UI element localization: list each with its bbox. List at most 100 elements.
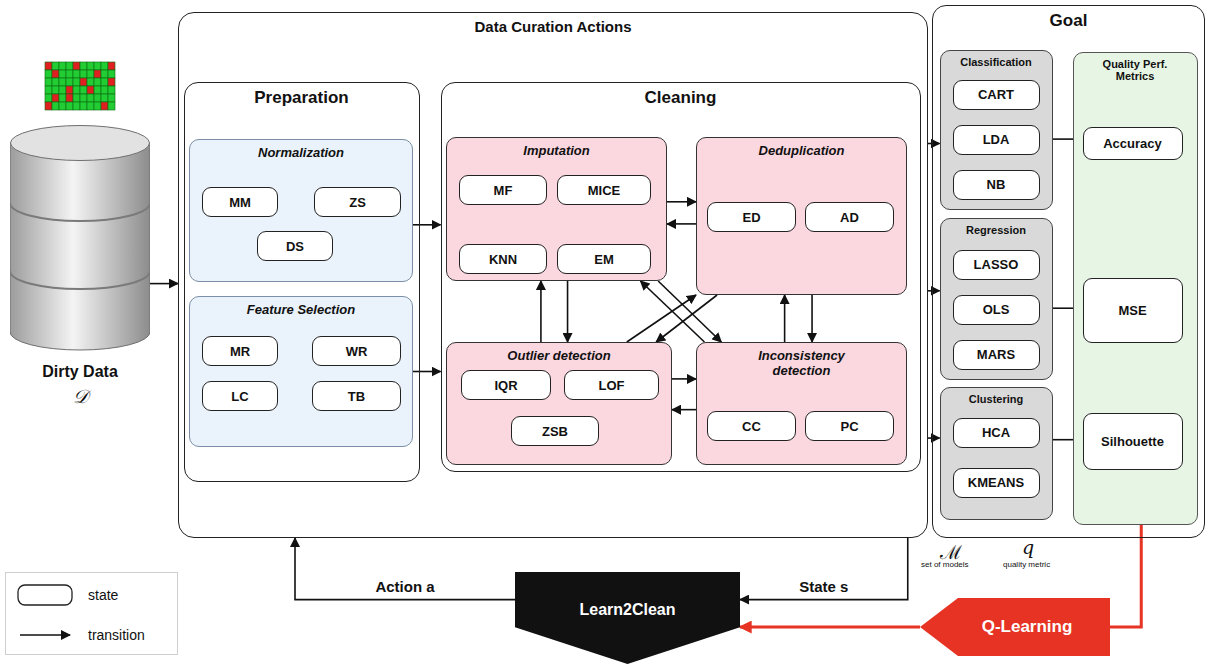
grid-cell bbox=[45, 62, 52, 70]
transition-arrow bbox=[811, 295, 813, 342]
grid-cell bbox=[52, 78, 59, 86]
transition-arrow bbox=[928, 437, 940, 439]
method-label: EM bbox=[594, 252, 614, 267]
transition-arrow bbox=[413, 371, 441, 373]
method-box: MARS bbox=[953, 340, 1040, 370]
symbol-label: q bbox=[1022, 536, 1034, 558]
node-heading: Outlier detection bbox=[489, 348, 629, 363]
grid-cell bbox=[45, 102, 52, 110]
node-heading: Imputation bbox=[487, 143, 627, 158]
method-box: MM bbox=[202, 187, 278, 217]
model-group: ClusteringHCAKMEANS bbox=[940, 387, 1053, 520]
method-label: Accuracy bbox=[1103, 136, 1162, 151]
method-label: CC bbox=[742, 419, 761, 434]
grid-cell bbox=[87, 94, 94, 102]
grid-cell bbox=[87, 86, 94, 94]
node-heading: Inconsistency detection bbox=[732, 348, 872, 378]
method-box: AD bbox=[805, 202, 894, 232]
node-heading: Quality Perf. Metrics bbox=[1088, 58, 1183, 82]
method-label: KMEANS bbox=[968, 475, 1024, 490]
method-label: CART bbox=[978, 87, 1014, 102]
grid-cell bbox=[87, 70, 94, 78]
method-box: PC bbox=[805, 411, 894, 441]
method-box: KNN bbox=[459, 244, 547, 274]
node-heading: 𝒟 bbox=[10, 385, 150, 408]
method-box: DS bbox=[257, 231, 333, 261]
section-box: PreparationNormalizationMMZSDSFeature Se… bbox=[184, 82, 420, 482]
transition-arrow bbox=[295, 538, 515, 600]
method-box: Silhouette bbox=[1083, 413, 1183, 470]
grid-cell bbox=[94, 94, 101, 102]
node-heading: Data Curation Actions bbox=[179, 18, 927, 35]
grid-cell bbox=[66, 70, 73, 78]
legend-row: transition bbox=[6, 617, 177, 653]
grid-cell bbox=[101, 102, 108, 110]
grid-cell bbox=[94, 86, 101, 94]
transition-arrow bbox=[928, 143, 940, 145]
transition-arrow bbox=[928, 290, 940, 292]
method-box: MSE bbox=[1083, 278, 1183, 343]
metric-group: Quality Perf. MetricsAccuracyMSE Silhouet… bbox=[1073, 52, 1198, 525]
method-box: CART bbox=[953, 80, 1040, 110]
transition-arrow bbox=[667, 223, 696, 225]
transition-arrow bbox=[667, 201, 696, 203]
method-box: MICE bbox=[557, 175, 651, 205]
cleaning-group: ImputationMFMICEKNNEM bbox=[446, 137, 667, 281]
node-heading: Cleaning bbox=[442, 88, 920, 108]
method-label: OLS bbox=[983, 302, 1010, 317]
method-box: EM bbox=[557, 244, 651, 274]
section-box: CleaningImputationMFMICEKNNEMDeduplicati… bbox=[441, 82, 921, 472]
grid-cell bbox=[66, 86, 73, 94]
grid-cell bbox=[52, 86, 59, 94]
method-box: TB bbox=[312, 381, 401, 411]
legend-text: transition bbox=[88, 627, 145, 643]
method-label: IQR bbox=[494, 378, 517, 393]
edge-label: Action a bbox=[372, 578, 437, 595]
legend-row: state bbox=[6, 577, 177, 613]
dirty-data-grid bbox=[45, 62, 115, 110]
grid-cell bbox=[94, 62, 101, 70]
grid-cell bbox=[101, 94, 108, 102]
node-heading: Dirty Data bbox=[10, 363, 150, 381]
grid-cell bbox=[66, 78, 73, 86]
method-box: ZSB bbox=[511, 416, 599, 446]
grid-cell bbox=[52, 102, 59, 110]
grid-cell bbox=[73, 62, 80, 70]
method-box: CC bbox=[707, 411, 796, 441]
method-label: ED bbox=[742, 210, 760, 225]
node-heading: Preparation bbox=[185, 88, 419, 108]
grid-cell bbox=[94, 78, 101, 86]
cylinder-band bbox=[10, 203, 150, 221]
method-label: PC bbox=[840, 419, 858, 434]
grid-cell bbox=[108, 78, 115, 86]
transition-arrow bbox=[784, 295, 786, 342]
legend-text: state bbox=[88, 587, 118, 603]
method-box: MR bbox=[202, 336, 278, 366]
grid-cell bbox=[66, 94, 73, 102]
transition-arrow bbox=[567, 281, 569, 342]
method-label: LC bbox=[231, 389, 248, 404]
method-label: LASSO bbox=[974, 257, 1019, 272]
method-label: Silhouette bbox=[1101, 434, 1164, 449]
legend-arrow-sample bbox=[20, 634, 70, 636]
transition-arrow bbox=[627, 295, 696, 342]
grid-cell bbox=[94, 102, 101, 110]
grid-cell bbox=[101, 70, 108, 78]
method-box: ZS bbox=[314, 187, 401, 217]
node-heading: Deduplication bbox=[732, 143, 872, 158]
transition-arrow bbox=[672, 409, 696, 411]
method-box: Accuracy bbox=[1083, 127, 1183, 160]
grid-cell bbox=[108, 62, 115, 70]
grid-cell bbox=[59, 78, 66, 86]
method-box: LASSO bbox=[953, 250, 1040, 280]
method-box: LDA bbox=[953, 125, 1040, 155]
method-box: KMEANS bbox=[953, 468, 1040, 498]
grid-cell bbox=[66, 102, 73, 110]
cleaning-group: Inconsistency detectionCC PC bbox=[696, 342, 907, 465]
method-box: NB bbox=[953, 170, 1040, 200]
pentagon-outline bbox=[920, 598, 1110, 656]
method-label: DS bbox=[286, 239, 304, 254]
method-label: NB bbox=[987, 177, 1006, 192]
